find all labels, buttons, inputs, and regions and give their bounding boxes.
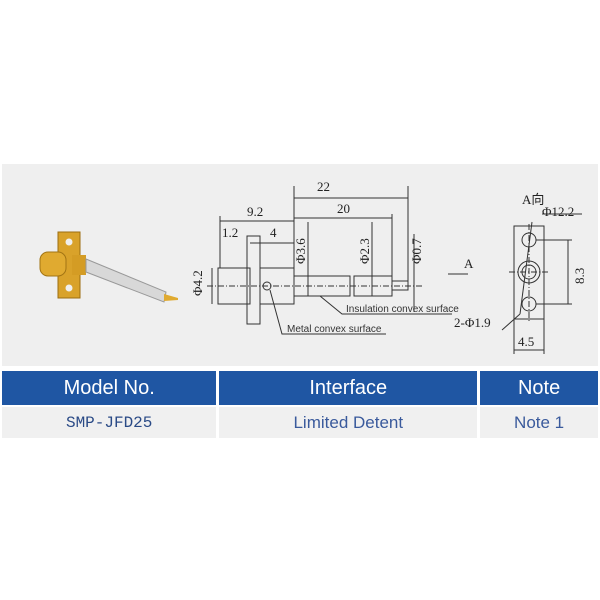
technical-drawing-panel: 22 20 9.2 1.2 4 Φ3.6 Φ2.3 Φ0.7 Φ4.2 A A向… <box>2 164 598 366</box>
metal-label: Metal convex surface <box>287 324 382 335</box>
spec-table: Model No. Interface Note SMP-JFD25 Limit… <box>0 371 600 438</box>
dim-4: 4 <box>270 225 277 240</box>
header-model: Model No. <box>2 371 217 407</box>
dim-20: 20 <box>337 201 350 216</box>
cell-interface: Limited Detent <box>219 407 478 438</box>
dim-8-3: 8.3 <box>572 268 587 284</box>
dim-phi-2-3: Φ2.3 <box>357 238 372 264</box>
arrow-a-label: A <box>464 256 474 271</box>
table-row: SMP-JFD25 Limited Detent Note 1 <box>2 407 598 438</box>
dim-phi-4-2: Φ4.2 <box>190 270 205 296</box>
view-a-label: A向 <box>522 192 544 207</box>
insulation-label: Insulation convex surface <box>346 304 459 315</box>
dim-phi-12-2: Φ12.2 <box>542 204 574 219</box>
table-header-row: Model No. Interface Note <box>2 371 598 407</box>
cell-note: Note 1 <box>480 407 598 438</box>
dim-phi-0-7: Φ0.7 <box>409 238 424 264</box>
dim-4-5: 4.5 <box>518 334 534 349</box>
header-interface: Interface <box>219 371 478 407</box>
header-note: Note <box>480 371 598 407</box>
dim-phi-3-6: Φ3.6 <box>293 238 308 264</box>
cell-model: SMP-JFD25 <box>2 407 217 438</box>
dim-9-2: 9.2 <box>247 204 263 219</box>
dim-2-phi-1-9: 2-Φ1.9 <box>454 315 491 330</box>
connector-photo <box>39 231 178 303</box>
dim-1-2: 1.2 <box>222 225 238 240</box>
dim-22: 22 <box>317 179 330 194</box>
connector-drawing: 22 20 9.2 1.2 4 Φ3.6 Φ2.3 Φ0.7 Φ4.2 A A向… <box>39 179 587 354</box>
